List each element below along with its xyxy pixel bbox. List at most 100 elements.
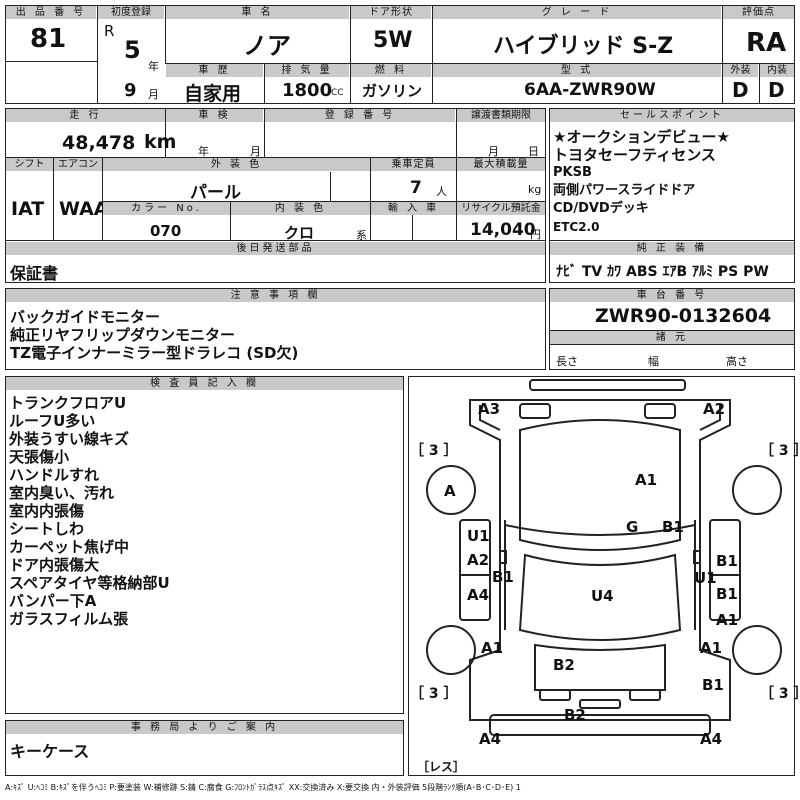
damage-label: B1: [492, 568, 514, 586]
damage-label: U1: [467, 527, 490, 545]
shift-value: IAT: [11, 198, 45, 220]
interior-header: 内装: [760, 64, 794, 77]
inspector-item: ドア内張傷大: [9, 556, 100, 574]
displacement-header: 排 気 量: [265, 64, 349, 77]
grade: ハイブリッド S-Z: [493, 34, 674, 59]
series-unit: 系: [356, 229, 367, 242]
sales-point-header: セールスポイント: [550, 109, 794, 122]
year-unit: 年: [148, 60, 159, 73]
damage-label: A: [444, 482, 456, 500]
later-parts-value: 保証書: [10, 264, 59, 283]
capacity-header: 乗車定員: [371, 158, 456, 171]
aircon-header: エアコン: [54, 158, 102, 171]
ext-color-value: パール: [190, 183, 241, 203]
legend: A:ｷｽﾞ U:ﾍｺﾐ B:ｷｽﾞを伴うﾍｺﾐ P:要塗装 W:補修跡 S:錆 …: [5, 783, 521, 792]
lot-number: 81: [30, 24, 67, 54]
ext-color-header: 外 装 色: [103, 158, 370, 171]
int-color-header: 内 装 色: [231, 202, 370, 215]
inspector-list: トランクフロアU ルーフU多い 外装うすい線キズ 天張傷小 ハンドルすれ 室内臭…: [9, 394, 170, 628]
inspector-item: バンパー下A: [9, 592, 97, 610]
notes-header: 注 意 事 項 欄: [6, 289, 545, 302]
damage-label: A2: [703, 400, 726, 418]
score-value: RA: [746, 28, 787, 58]
damage-label: B1: [662, 518, 684, 536]
cc-unit: CC: [331, 88, 344, 98]
door-type: 5W: [373, 28, 413, 53]
color-no-header: カラー No.: [103, 202, 230, 215]
inspector-item: シートしわ: [9, 520, 85, 538]
km-unit: km: [144, 131, 177, 153]
fuel-header: 燃 料: [351, 64, 431, 77]
damage-label: A4: [479, 730, 502, 748]
mileage-value: 48,478: [62, 132, 136, 154]
car-name-header: 車 名: [166, 6, 349, 19]
exterior-score: D: [732, 78, 749, 102]
height-label: 高さ: [726, 355, 748, 368]
inspector-item: カーペット焦げ中: [9, 538, 130, 556]
model-code: 6AA-ZWR90W: [524, 80, 656, 100]
damage-label: B1: [716, 585, 738, 603]
shift-header: シフト: [6, 158, 53, 171]
inspector-item: ガラスフィルム張: [9, 610, 129, 628]
inspector-item: スペアタイヤ等格納部U: [9, 574, 170, 592]
damage-label: A4: [467, 586, 490, 604]
damage-label: B1: [716, 552, 738, 570]
damage-label: A1: [481, 639, 504, 657]
inspector-item: 室内臭い、汚れ: [9, 484, 115, 502]
reg-month: 9: [124, 80, 137, 101]
inspection-year-unit: 年: [198, 145, 209, 158]
model-header: 型 式: [433, 64, 721, 77]
sales-point-item: ★オークションデビュー★: [553, 128, 730, 146]
damage-label: U4: [591, 587, 614, 605]
notes-list: バックガイドモニター 純正リヤフリップダウンモニター TZ電子インナーミラー型ド…: [10, 308, 298, 362]
interior-score: D: [768, 78, 785, 102]
int-color-value: クロ: [284, 224, 315, 242]
length-label: 長さ: [556, 355, 578, 368]
tire-rear-right: ［ 3 ］: [760, 686, 800, 702]
damage-label: G: [626, 518, 639, 536]
note-item: バックガイドモニター: [10, 308, 161, 326]
chassis-header: 車 台 番 号: [550, 289, 794, 302]
inspector-header: 検 査 員 記 入 欄: [6, 377, 403, 390]
damage-label: B2: [564, 706, 586, 724]
color-no-value: 070: [150, 222, 182, 240]
genuine-equip-header: 純 正 装 備: [550, 242, 794, 255]
kg-unit: kg: [528, 183, 542, 196]
reg-year: 5: [124, 36, 141, 64]
damage-label: A4: [700, 730, 723, 748]
max-load-header: 最大積載量: [457, 158, 545, 171]
note-item: TZ電子インナーミラー型ドラレコ (SD欠): [10, 344, 299, 362]
inspection-header: 車 検: [166, 109, 263, 122]
mileage-header: 走 行: [6, 109, 165, 122]
reg-no-header: 登 録 番 号: [265, 109, 455, 122]
exterior-header: 外装: [723, 64, 758, 77]
sales-point-item: トヨタセーフティセンス: [553, 146, 716, 164]
later-parts-header: 後日発送部品: [6, 242, 545, 255]
transfer-day-label: 日: [528, 145, 539, 158]
sales-point-item: ETC2.0: [553, 220, 600, 234]
width-label: 幅: [648, 355, 659, 368]
inspector-item: ルーフU多い: [9, 412, 96, 430]
door-header: ドア形状: [351, 6, 431, 19]
note-item: 純正リヤフリップダウンモニター: [10, 326, 236, 344]
capacity-value: 7: [410, 178, 422, 198]
inspector-item: 室内内張傷: [9, 502, 85, 520]
inspector-item: 天張傷小: [9, 448, 70, 466]
inspection-month-unit: 月: [250, 145, 261, 158]
vehicle-header-table: [5, 5, 795, 104]
dims-header: 諸 元: [550, 331, 794, 344]
damage-label: A1: [700, 639, 723, 657]
tire-rear-left: ［ 3 ］: [410, 686, 458, 702]
import-header: 輸 入 車: [371, 202, 456, 215]
chassis-no-value: ZWR90-0132604: [595, 305, 772, 327]
car-name: ノア: [243, 32, 291, 60]
aircon-value: WAA: [59, 198, 109, 220]
lot-no-header: 出 品 番 号: [6, 6, 96, 19]
car-diagram: [426, 379, 782, 736]
sales-point-item: PKSB: [553, 165, 592, 180]
grade-header: グ レ ー ド: [433, 6, 721, 19]
damage-label: A2: [467, 551, 490, 569]
fuel-value: ガソリン: [362, 82, 423, 100]
sales-point-item: CD/DVDデッキ: [553, 201, 649, 216]
displacement-value: 1800: [282, 80, 333, 101]
